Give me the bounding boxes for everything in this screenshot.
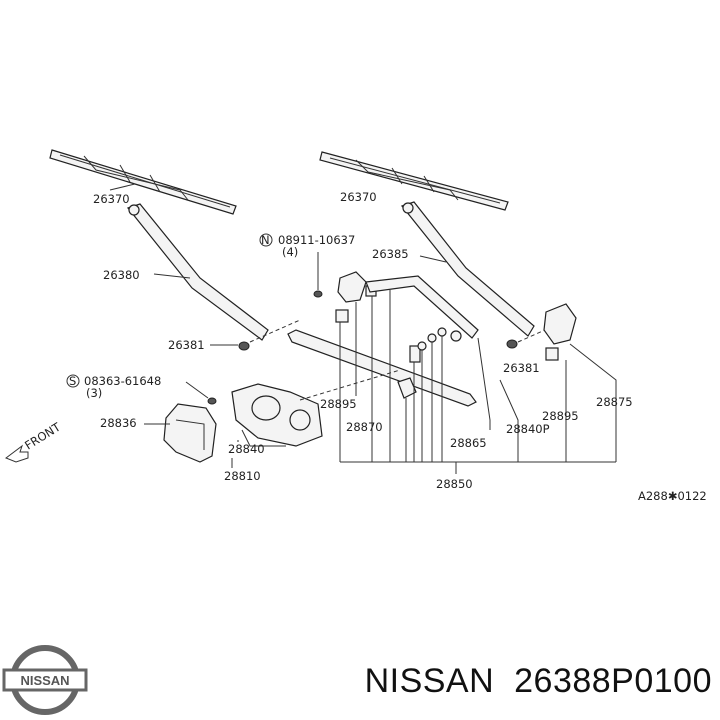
label-linkage-a: 28865 — [450, 436, 487, 450]
label-linkage-assy: 28850 — [436, 477, 473, 491]
label-bracket-right: 28875 — [596, 395, 633, 409]
washer-icon — [313, 290, 323, 298]
label-nut-left: 26381 — [168, 338, 205, 352]
svg-text:S: S — [69, 374, 76, 388]
wiper-motor — [231, 383, 323, 447]
svg-text:FRONT: FRONT — [22, 419, 64, 452]
label-link-rod: 28870 — [346, 420, 383, 434]
label-motor: 28840 — [228, 442, 265, 456]
motor-cover — [163, 403, 217, 463]
label-arm-right: 26385 — [372, 247, 409, 261]
svg-text:NISSAN: NISSAN — [20, 673, 69, 688]
label-motor-bracket: 28810 — [224, 469, 261, 483]
brand-name: NISSAN — [364, 662, 495, 700]
label-nut-spec: 08911-10637 — [278, 233, 355, 247]
left-wiper-blade — [49, 149, 237, 215]
label-nut-qty: (4) — [282, 245, 298, 259]
nissan-logo: NISSAN — [2, 645, 88, 715]
right-wiper-blade — [319, 151, 509, 211]
label-linkage-b: 28840P — [506, 422, 550, 436]
wiper-linkage — [287, 271, 577, 407]
label-nut-right: 26381 — [503, 361, 540, 375]
label-screw-spec: 08363-61648 — [84, 374, 161, 388]
assembly-bracket-lines — [339, 290, 617, 474]
label-pivot-right: 28895 — [542, 409, 579, 423]
front-direction-arrow-icon: FRONT — [4, 419, 64, 463]
label-arm-left: 26380 — [103, 268, 140, 282]
drawing-code: A288✱0122 — [638, 489, 707, 503]
left-wiper-arm — [126, 203, 269, 341]
label-blade-right: 26370 — [340, 190, 377, 204]
screw-icon — [207, 397, 217, 405]
part-number: 26388P0100 — [514, 662, 712, 700]
label-screw-qty: (3) — [86, 386, 102, 400]
part-title: NISSAN 26388P0100 — [340, 662, 712, 702]
label-blade-left: 26370 — [93, 192, 130, 206]
nut-left-icon — [238, 341, 250, 351]
nut-right-icon — [506, 339, 518, 349]
label-pivot-left: 28895 — [320, 397, 357, 411]
svg-text:N: N — [261, 233, 270, 247]
right-wiper-arm — [400, 201, 535, 337]
label-motor-cover: 28836 — [100, 416, 137, 430]
